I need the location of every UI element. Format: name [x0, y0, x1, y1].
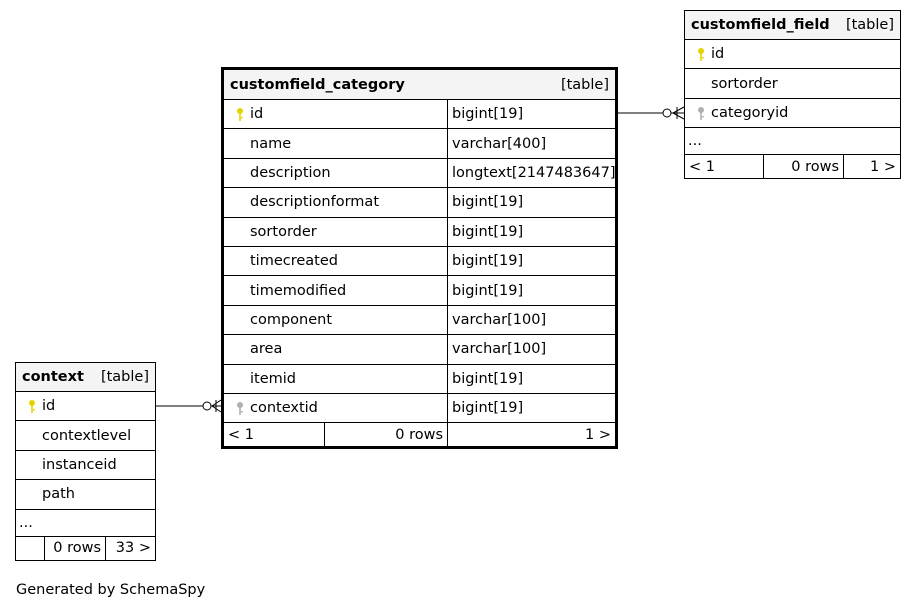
column-type: bigint[19] — [447, 100, 615, 129]
column-type: bigint[19] — [447, 364, 615, 393]
column-row[interactable]: id — [685, 39, 900, 68]
table-footer: 0 rows 33 > — [16, 535, 155, 560]
column-name: instanceid — [42, 456, 117, 473]
table-kind: [table] — [560, 76, 609, 93]
column-row[interactable]: area varchar[100] — [224, 334, 615, 364]
column-type: bigint[19] — [447, 188, 615, 217]
edge-category-to-field — [618, 106, 685, 120]
column-name: descriptionformat — [250, 194, 379, 211]
column-name: id — [711, 46, 725, 63]
column-row[interactable]: sortorder — [685, 68, 900, 97]
column-type: varchar[100] — [447, 335, 615, 364]
key-icon — [230, 107, 250, 122]
column-type: varchar[400] — [447, 129, 615, 158]
column-type: bigint[19] — [447, 276, 615, 305]
column-row[interactable]: name varchar[400] — [224, 128, 615, 158]
column-name: contextlevel — [42, 427, 132, 444]
column-row[interactable]: path — [16, 479, 155, 508]
column-row[interactable]: description longtext[2147483647] — [224, 157, 615, 188]
column-type: varchar[100] — [447, 305, 615, 335]
column-name: description — [250, 164, 331, 181]
column-row[interactable]: id bigint[19] — [224, 99, 615, 129]
column-name: itemid — [250, 370, 296, 387]
foreign-key-icon — [691, 106, 711, 120]
key-icon — [22, 399, 42, 414]
column-name: id — [250, 106, 264, 123]
children-count: 1 > — [447, 423, 615, 447]
edge-context-to-category — [155, 399, 222, 413]
table-context[interactable]: context [table] id contextlevel instanceid… — [15, 362, 156, 561]
column-row[interactable]: component varchar[100] — [224, 304, 615, 335]
column-name: sortorder — [250, 223, 317, 240]
column-name: sortorder — [711, 75, 778, 92]
more-columns-ellipsis: ... — [16, 508, 155, 536]
column-row[interactable]: categoryid — [685, 97, 900, 127]
column-row[interactable]: id — [16, 391, 155, 420]
table-footer: < 1 0 rows 1 > — [224, 422, 615, 447]
column-type: bigint[19] — [447, 217, 615, 246]
column-type: bigint[19] — [447, 246, 615, 276]
column-name: component — [250, 311, 333, 328]
column-row[interactable]: instanceid — [16, 449, 155, 479]
children-count: 1 > — [843, 155, 900, 179]
row-count: 0 rows — [324, 423, 447, 447]
table-name: customfield_field — [691, 17, 830, 33]
parents-count: < 1 — [228, 426, 254, 443]
table-customfield-field[interactable]: customfield_field [table] id sortorder cat… — [684, 10, 901, 180]
children-count: 33 > — [105, 536, 155, 560]
table-customfield-category[interactable]: customfield_category [table] id bigint[19… — [221, 67, 618, 450]
parents-count — [16, 537, 44, 560]
column-row[interactable]: descriptionformat bigint[19] — [224, 187, 615, 217]
column-name: path — [42, 486, 75, 503]
table-kind: [table] — [845, 17, 894, 33]
generated-by-label: Generated by SchemaSpy — [16, 582, 206, 598]
column-row[interactable]: timemodified bigint[19] — [224, 275, 615, 305]
table-header: context [table] — [16, 363, 155, 391]
table-header: customfield_field [table] — [685, 11, 900, 39]
foreign-key-icon — [230, 401, 250, 416]
column-row[interactable]: itemid bigint[19] — [224, 363, 615, 393]
column-row[interactable]: sortorder bigint[19] — [224, 216, 615, 246]
table-kind: [table] — [100, 369, 149, 385]
table-name: customfield_category — [230, 76, 405, 93]
column-type: bigint[19] — [447, 393, 615, 423]
column-type: longtext[2147483647] — [447, 158, 615, 188]
column-name: timemodified — [250, 282, 347, 299]
column-name: timecreated — [250, 253, 338, 270]
column-name: id — [42, 398, 56, 415]
key-icon — [691, 47, 711, 62]
column-name: contextid — [250, 400, 318, 417]
row-count: 0 rows — [44, 536, 105, 560]
row-count: 0 rows — [763, 155, 843, 179]
parents-count: < 1 — [689, 158, 715, 175]
table-header: customfield_category [table] — [224, 70, 615, 99]
column-name: area — [250, 341, 283, 358]
table-footer: < 1 0 rows 1 > — [685, 154, 900, 179]
column-row[interactable]: timecreated bigint[19] — [224, 245, 615, 276]
column-row[interactable]: contextlevel — [16, 420, 155, 449]
column-name: categoryid — [711, 104, 789, 121]
more-columns-ellipsis: ... — [685, 127, 900, 154]
table-name: context — [22, 369, 84, 385]
column-name: name — [250, 135, 292, 152]
column-row[interactable]: contextid bigint[19] — [224, 392, 615, 423]
